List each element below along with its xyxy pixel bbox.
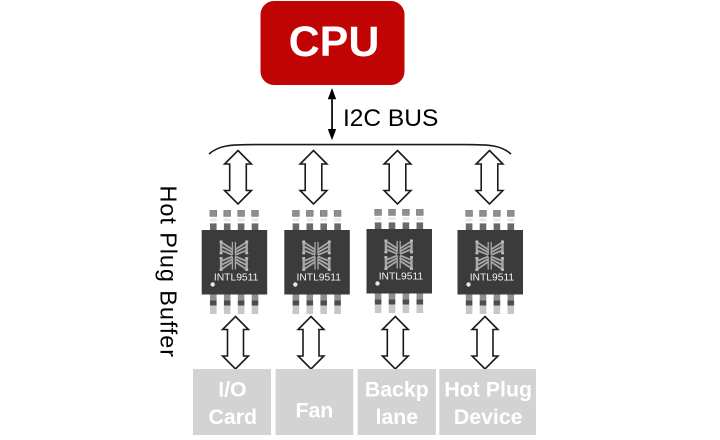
svg-text:Device: Device (454, 405, 523, 429)
svg-text:Backp: Backp (365, 378, 429, 402)
svg-text:I2C BUS: I2C BUS (343, 105, 438, 132)
svg-text:Hot Plug Buffer: Hot Plug Buffer (156, 186, 182, 358)
svg-text:CPU: CPU (289, 18, 380, 66)
svg-text:lane: lane (375, 405, 418, 429)
svg-text:Fan: Fan (295, 398, 333, 422)
svg-text:I/O: I/O (218, 378, 246, 402)
svg-text:Card: Card (209, 405, 258, 429)
svg-text:Hot Plug: Hot Plug (444, 378, 532, 402)
